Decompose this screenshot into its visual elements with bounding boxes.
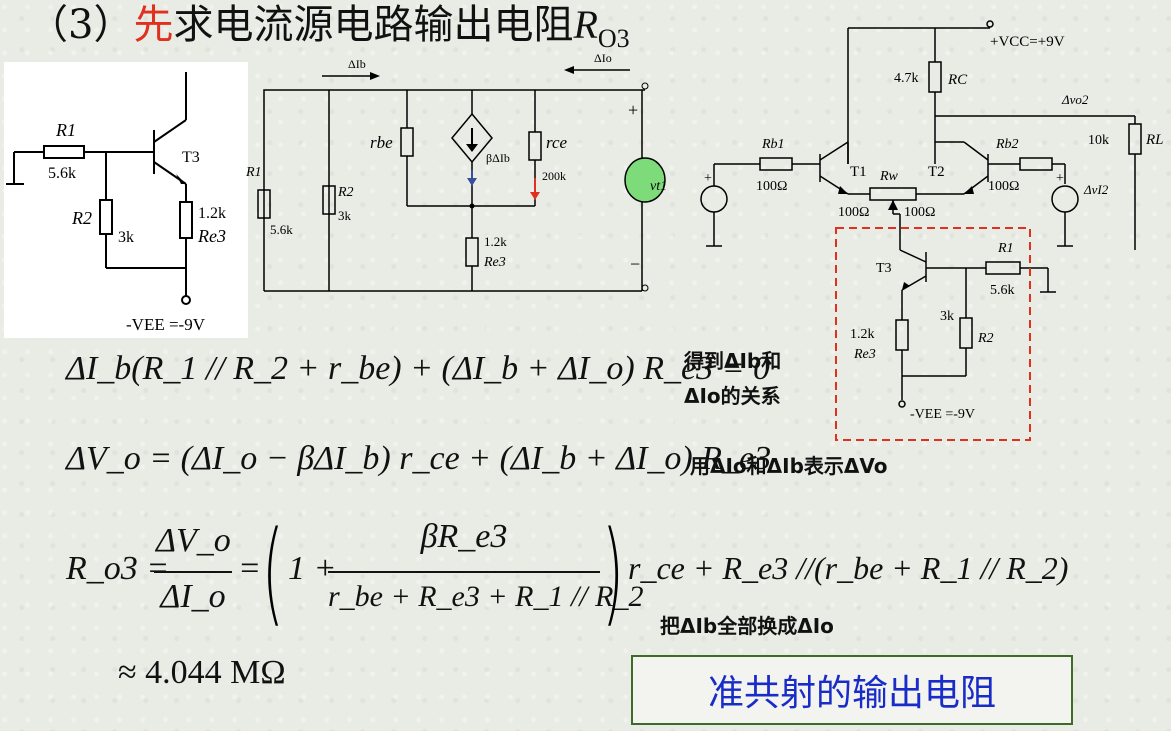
- right-t1-label: T1: [850, 164, 867, 180]
- mid-vt-label: vt1: [650, 179, 667, 194]
- middle-circuit: ΔIb ΔIo + − R1 5.6k R2 3k rbe βΔIb rce 2…: [245, 51, 667, 292]
- title-text: 求电流源电路输出电阻: [173, 2, 574, 48]
- left-r2-label: R2: [71, 208, 92, 228]
- page-title: （3）先求电流源电路输出电阻RO3: [28, 0, 630, 54]
- current-arrow-blue: [467, 178, 477, 186]
- right-re3-label: Re3: [853, 347, 876, 362]
- title-prefix: （3）: [28, 2, 134, 48]
- left-circuit-panel: R1 5.6k R2 3k T3 1.2k Re3 -VEE =-9V: [4, 62, 248, 338]
- right-rb1-label: Rb1: [761, 137, 785, 152]
- right-r1-label: R1: [997, 241, 1014, 256]
- eq3-lhs: R_o3 =: [66, 550, 170, 587]
- mid-r2-value: 3k: [338, 208, 352, 223]
- eq3-frac1-bar: [154, 571, 232, 573]
- right-rb1-value: 100Ω: [756, 179, 787, 194]
- eq3-close-paren: ): [602, 508, 624, 638]
- right-t3-label: T3: [876, 261, 892, 276]
- left-r1-label: R1: [55, 120, 76, 140]
- left-r2-value: 3k: [118, 229, 134, 246]
- rw-wiper-arrow: [888, 200, 898, 210]
- right-vee-label: -VEE =-9V: [910, 407, 975, 422]
- title-highlight: 先: [133, 2, 174, 48]
- eq3-frac1-numerator: ΔV_o: [156, 522, 231, 559]
- svg-text:+: +: [704, 171, 712, 186]
- right-rw-left-value: 100Ω: [838, 205, 869, 220]
- mid-dio-label: ΔIo: [594, 51, 612, 65]
- right-re3-value: 1.2k: [850, 327, 875, 342]
- right-t2-label: T2: [928, 164, 945, 180]
- right-vcc-label: +VCC=+9V: [990, 34, 1065, 50]
- right-rc-value: 4.7k: [894, 71, 919, 86]
- mid-rbe-label: rbe: [370, 133, 393, 152]
- right-rw-label: Rw: [879, 169, 899, 184]
- mid-rce-label: rce: [546, 133, 568, 152]
- conclusion-box: 准共射的输出电阻: [631, 655, 1073, 725]
- right-dvo2-label: Δvo2: [1061, 92, 1089, 107]
- dio-arrow: [564, 66, 574, 74]
- svg-text:+: +: [1056, 171, 1064, 186]
- left-re3-value: 1.2k: [198, 205, 226, 222]
- right-rl-value: 10k: [1088, 133, 1109, 148]
- left-t3-label: T3: [182, 149, 200, 166]
- highlight-box: [835, 227, 1031, 441]
- equation-3-note: 把ΔIb全部换成ΔIo: [660, 614, 834, 638]
- mid-re3-label: Re3: [483, 255, 506, 270]
- mid-plus: +: [628, 100, 638, 120]
- title-symbol: R: [573, 2, 598, 47]
- result-value: ≈ 4.044 MΩ: [118, 654, 286, 691]
- dib-arrow: [370, 72, 380, 80]
- eq3-open-paren: (: [262, 508, 284, 638]
- right-rw-right-value: 100Ω: [904, 205, 935, 220]
- mid-dib-label: ΔIb: [348, 57, 366, 71]
- equation-2-note: 用ΔIo和ΔIb表示ΔVo: [690, 454, 888, 478]
- current-arrow-red: [530, 192, 540, 200]
- right-r2-value: 3k: [940, 309, 954, 324]
- mid-re3-value: 1.2k: [484, 234, 507, 249]
- right-rb2-label: Rb2: [995, 137, 1019, 152]
- right-rc-label: RC: [947, 72, 968, 88]
- emitter-arrow: [176, 174, 186, 184]
- eq3-denominator: r_be + R_e3 + R_1 // R_2: [328, 580, 644, 613]
- right-r2-label: R2: [977, 331, 994, 346]
- mid-r1-value: 5.6k: [270, 222, 293, 237]
- right-rl-label: RL: [1145, 132, 1164, 148]
- equation-1-note-line1: 得到ΔIb和: [684, 349, 782, 373]
- equation-1: ΔI_b(R_1 // R_2 + r_be) + (ΔI_b + ΔI_o) …: [66, 350, 771, 387]
- right-rb2-value: 100Ω: [988, 179, 1019, 194]
- left-re3-label: Re3: [197, 226, 226, 246]
- eq3-frac1-denominator: ΔI_o: [160, 578, 226, 615]
- left-circuit: R1 5.6k R2 3k T3 1.2k Re3 -VEE =-9V: [6, 72, 226, 334]
- mid-minus: −: [630, 254, 640, 274]
- eq3-frac2-bar: [328, 571, 600, 573]
- mid-r1-label: R1: [245, 165, 262, 180]
- equation-3: R_o3 = ΔV_o ΔI_o = ( 1 + βR_e3 r_be + R_…: [66, 508, 1069, 638]
- left-r1-value: 5.6k: [48, 165, 76, 182]
- title-subscript: O3: [597, 24, 630, 53]
- right-r1-value: 5.6k: [990, 283, 1015, 298]
- voltage-source: [624, 157, 666, 203]
- mid-rce-value: 200k: [542, 169, 566, 183]
- eq3-numerator: βR_e3: [420, 518, 508, 555]
- left-vee-label: -VEE =-9V: [126, 315, 206, 334]
- equation-1-note-line2: ΔIo的关系: [684, 384, 781, 408]
- mid-source-label: βΔIb: [486, 151, 510, 165]
- eq3-tail: r_ce + R_e3 //(r_be + R_1 // R_2): [628, 550, 1069, 586]
- right-dvi2-label: ΔvI2: [1083, 182, 1109, 197]
- equation-2: ΔV_o = (ΔI_o − βΔI_b) r_ce + (ΔI_b + ΔI_…: [66, 440, 772, 477]
- right-circuit: +VCC=+9V 4.7k RC Δvo2 10k RL Rb1 100Ω T1…: [700, 20, 1164, 441]
- mid-r2-label: R2: [337, 185, 354, 200]
- source-arrow-head: [466, 144, 478, 152]
